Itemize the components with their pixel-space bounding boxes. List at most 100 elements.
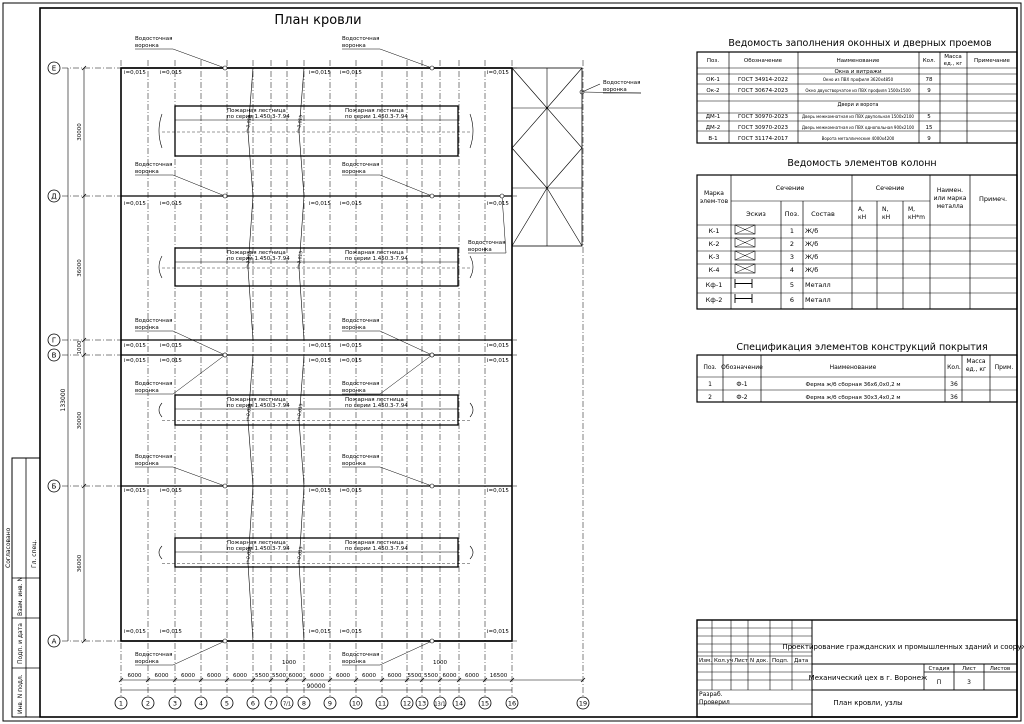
dim-text: 16500	[490, 673, 508, 679]
drain-funnel	[222, 193, 228, 199]
windows-cell-pos: ДМ-1	[706, 114, 721, 120]
column-axis-bubble	[452, 696, 466, 710]
dim-text: 6000	[336, 673, 350, 679]
columns-cell-comp: Ж/б	[805, 227, 818, 235]
roof-cell-pos: 2	[708, 394, 712, 401]
funnel-label: воронка	[135, 388, 159, 394]
stair-label: по серии 1.450.3-7.94	[227, 114, 290, 120]
column-axis-bubble	[505, 696, 519, 710]
windows-cell-name: Дверь межкомнатная из ПВХ двупольная 150…	[802, 114, 914, 119]
leader-line	[172, 174, 226, 197]
dim-tick	[419, 677, 425, 683]
dim-text: 6000	[362, 673, 376, 679]
columns-th-sketch: Эскиз	[746, 210, 766, 218]
funnel-label: Водосточная	[342, 318, 379, 324]
row-axis-label: Б	[52, 483, 57, 491]
funnel-label: воронка	[342, 659, 366, 665]
windows-cell-designation: ГОСТ 34914-2022	[738, 77, 788, 83]
columns-cell-pos: 4	[790, 266, 794, 274]
dim-tick	[198, 677, 204, 683]
columns-th-m: кН*m	[908, 214, 925, 221]
side-stamp-agreed: Согласовано	[5, 527, 12, 568]
stair-label: по серии 1.450.3-7.94	[345, 114, 408, 120]
leader-line	[379, 466, 433, 487]
column-sketch	[734, 263, 756, 274]
funnel-label: воронка	[342, 461, 366, 467]
column-sketch	[734, 224, 756, 235]
windows-cell-designation: ГОСТ 30970-2023	[738, 125, 789, 131]
column-axis-bubble	[246, 696, 260, 710]
column-axis-label: 7	[269, 700, 273, 708]
roof-th-qty: Кол.	[947, 364, 961, 371]
column-axis-bubble	[400, 696, 414, 710]
leader-line	[379, 640, 433, 666]
dim-left-total-text: 133000	[60, 388, 67, 411]
roof-cell-qty: 36	[950, 394, 958, 401]
column-axis-bubble	[349, 696, 363, 710]
column-axis-bubble	[168, 696, 182, 710]
columns-th-name: металла	[937, 203, 964, 210]
funnel-label: воронка	[135, 325, 159, 331]
funnel-label: Водосточная	[342, 454, 379, 460]
roof-th-designation: Обозначение	[721, 364, 763, 371]
slope-label: i=0,015	[309, 358, 331, 364]
windows-cell-pos: В-1	[708, 136, 717, 142]
slope-label: i=0,015	[124, 629, 146, 635]
columns-th-section2: Сечение	[876, 184, 905, 192]
tb-sheet-name: План кровли, узлы	[833, 699, 902, 707]
funnel-label: Водосточная	[342, 162, 379, 168]
tb-stage: П	[937, 679, 942, 686]
stair-label: Пожарная лестница	[227, 397, 286, 403]
dim-left-text: 1000	[77, 340, 83, 354]
stair-label: Пожарная лестница	[227, 108, 286, 114]
dim-text: 6000	[289, 673, 303, 679]
slope-label: i=0,015	[160, 343, 182, 349]
dim-text: 6000	[233, 673, 247, 679]
dim-gap-text: 1000	[433, 660, 447, 666]
dim-tick	[353, 677, 359, 683]
slope-label: i=0,015	[160, 358, 182, 364]
windows-cell-pos: Ок-2	[706, 88, 719, 94]
row-axis-bubble	[47, 61, 61, 75]
column-axis-bubble	[375, 696, 389, 710]
columns-cell-pos: 3	[790, 253, 794, 261]
dim-tick	[81, 483, 87, 489]
funnel-label: Водосточная	[135, 454, 172, 460]
windows-cell-pos: ДМ-2	[706, 125, 721, 131]
dim-text: 6000	[465, 673, 479, 679]
columns-th-a: кН	[858, 214, 866, 221]
columns-cell-comp: Ж/б	[805, 240, 818, 248]
tb-object: Механический цех в г. Воронеж	[809, 674, 928, 682]
side-stamp-sign-date: Подп. и дата	[17, 623, 24, 664]
dim-text: 5500	[408, 673, 422, 679]
dim-text: 6000	[181, 673, 195, 679]
tb-h-izm: Изм.	[699, 658, 712, 664]
roof-table-title: Спецификация элементов конструкций покры…	[736, 342, 987, 353]
columns-cell-pos: 6	[790, 296, 794, 304]
columns-th-comp: Состав	[811, 210, 835, 218]
column-axis-bubble	[114, 696, 128, 710]
column-axis-bubble	[415, 696, 429, 710]
slope-label: i=0,015	[296, 250, 305, 269]
side-stamp-chief: Гл. спец.	[31, 540, 38, 568]
row-axis-label: В	[52, 352, 57, 360]
dim-tick	[118, 677, 124, 683]
dim-tick	[81, 65, 87, 71]
columns-th-mark: Марка	[704, 190, 724, 197]
dim-tick	[284, 677, 290, 683]
dim-text: 6000	[443, 673, 457, 679]
slope-label: i=0,015	[487, 343, 509, 349]
dim-text: 6000	[388, 673, 402, 679]
dim-text: 6000	[207, 673, 221, 679]
slope-label: i=0,015	[487, 201, 509, 207]
column-axis-bubble	[478, 696, 492, 710]
column-axis-label: 19	[579, 700, 587, 708]
leader-line	[172, 48, 226, 69]
row-axis-bubble	[47, 333, 61, 347]
stair-curve	[158, 545, 474, 560]
tb-h-ndok: N док.	[750, 658, 768, 664]
columns-cell-comp: Ж/б	[805, 266, 818, 274]
funnel-label: Водосточная	[468, 240, 505, 246]
windows-table	[696, 51, 1018, 144]
windows-th-pos: Поз.	[707, 58, 719, 64]
